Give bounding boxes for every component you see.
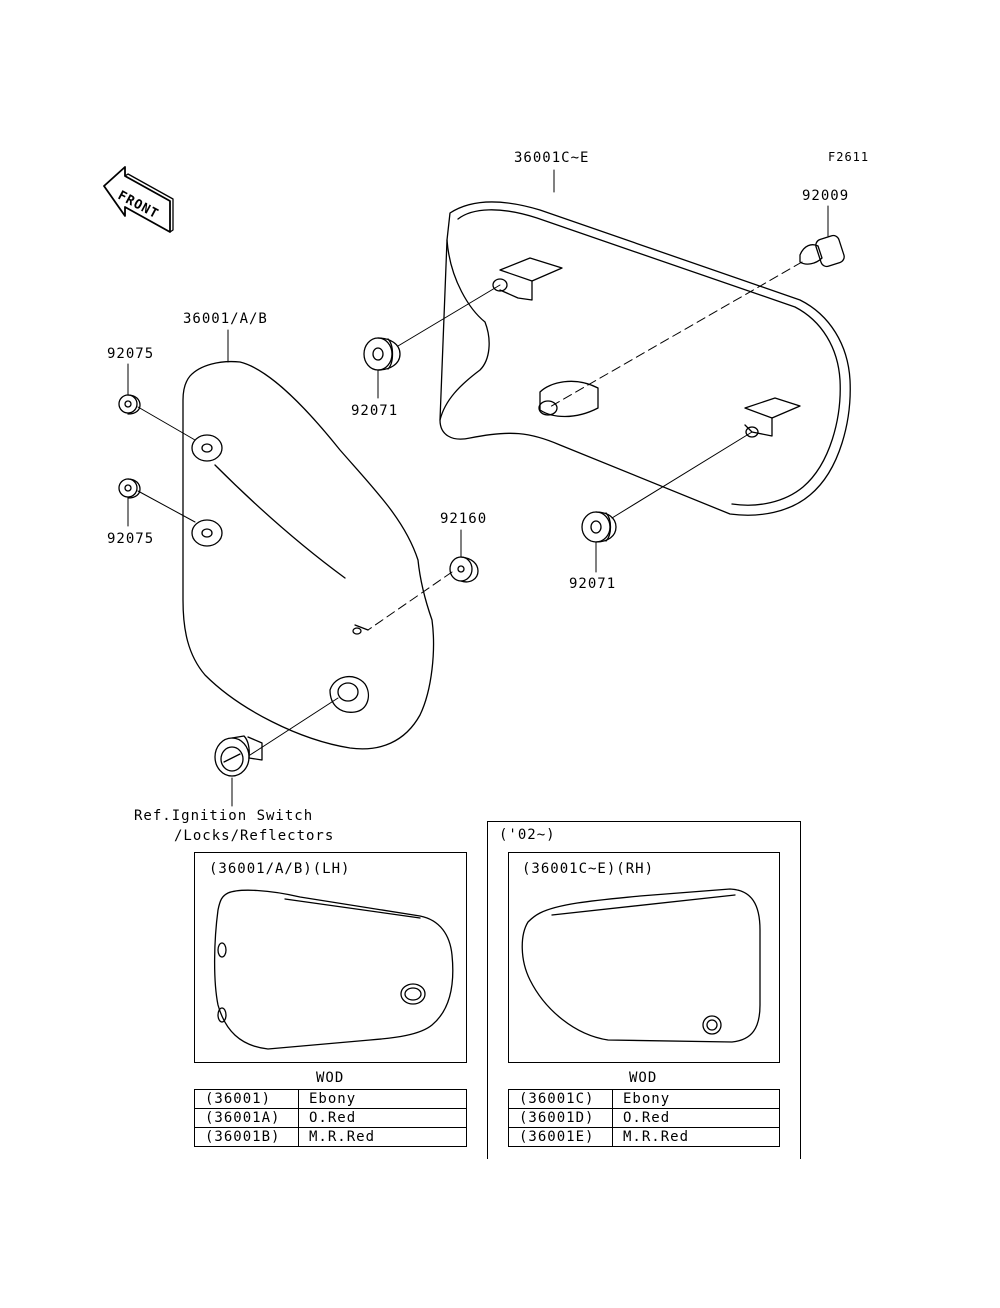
part-label-lh-cover: 36001/A/B: [183, 311, 268, 327]
lh-grommets-drawing: [119, 395, 140, 498]
table-row: (36001C) Ebony: [508, 1089, 780, 1109]
rh-thumbnail-drawing: [522, 889, 760, 1042]
part-label-grommet-rh-upper: 92071: [351, 403, 399, 419]
variant-note: ('02~): [499, 827, 556, 843]
rh-panel-title: (36001C~E)(RH): [522, 861, 655, 877]
rh-thumbnail-frame: [508, 852, 780, 1063]
leader-lines: [128, 170, 828, 806]
lh-panel-title: (36001/A/B)(LH): [209, 861, 351, 877]
code-cell: (36001E): [508, 1127, 613, 1147]
table-row: (36001E) M.R.Red: [508, 1127, 780, 1147]
damper-drawing: [450, 557, 478, 582]
color-cell: O.Red: [298, 1108, 467, 1128]
front-arrow-label: FRONT: [115, 188, 161, 222]
table-row: (36001) Ebony: [194, 1089, 467, 1109]
table-row: (36001D) O.Red: [508, 1108, 780, 1128]
front-arrow-icon: FRONT: [104, 167, 173, 232]
code-cell: (36001A): [194, 1108, 299, 1128]
part-label-grommet-rh-lower: 92071: [569, 576, 617, 592]
color-cell: M.R.Red: [298, 1127, 467, 1147]
figure-code: F2611: [828, 150, 870, 164]
lh-side-cover-drawing: [183, 362, 434, 749]
part-label-grommet-lh-lower: 92075: [107, 531, 155, 547]
color-cell: Ebony: [298, 1089, 467, 1109]
ref-note-line2: /Locks/Reflectors: [174, 828, 335, 844]
bolt-drawing: [800, 234, 846, 268]
rh-side-cover-drawing: [440, 202, 850, 515]
table-row: (36001A) O.Red: [194, 1108, 467, 1128]
lh-color-table: (36001) Ebony (36001A) O.Red (36001B) M.…: [194, 1089, 467, 1147]
part-label-damper: 92160: [440, 511, 488, 527]
color-cell: O.Red: [612, 1108, 780, 1128]
lh-thumbnail-frame: [194, 852, 467, 1063]
table-row: (36001B) M.R.Red: [194, 1127, 467, 1147]
code-cell: (36001): [194, 1089, 299, 1109]
lh-thumbnail-drawing: [215, 890, 453, 1049]
ref-note-line1: Ref.Ignition Switch: [134, 808, 314, 824]
code-cell: (36001D): [508, 1108, 613, 1128]
code-cell: (36001C): [508, 1089, 613, 1109]
ignition-lock-drawing: [215, 736, 262, 776]
rh-variant-frame: [487, 821, 801, 1159]
rh-color-table: (36001C) Ebony (36001D) O.Red (36001E) M…: [508, 1089, 780, 1147]
code-cell: (36001B): [194, 1127, 299, 1147]
rh-grommets-drawing: [364, 338, 616, 542]
color-cell: Ebony: [612, 1089, 780, 1109]
part-label-bolt: 92009: [802, 188, 850, 204]
part-label-rh-cover: 36001C~E: [514, 150, 590, 166]
part-label-grommet-lh-upper: 92075: [107, 346, 155, 362]
lh-table-caption: WOD: [316, 1070, 345, 1086]
color-cell: M.R.Red: [612, 1127, 780, 1147]
rh-table-caption: WOD: [629, 1070, 658, 1086]
